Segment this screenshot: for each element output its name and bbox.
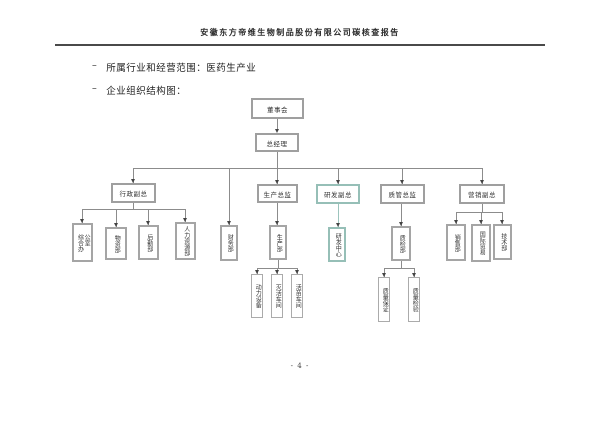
org-node-live-vaccine-workshop: 活苗车间 xyxy=(291,274,303,318)
bullet-org-structure: – 企业组织结构图： xyxy=(92,83,186,97)
arrowhead-icon xyxy=(480,180,484,184)
org-node-admin-vp: 行政副总 xyxy=(111,183,156,203)
org-node-intl-trade: 国际贸易 xyxy=(471,224,491,262)
arrowhead-icon xyxy=(479,220,483,224)
arrowhead-icon xyxy=(454,220,458,224)
org-node-general-manager: 总经理 xyxy=(255,133,299,152)
connector-line xyxy=(82,209,185,210)
arrowhead-icon xyxy=(500,220,504,224)
org-node-quality-assurance: 质量保证 xyxy=(378,277,390,322)
bullet-marker: – xyxy=(92,83,98,94)
arrowhead-icon xyxy=(131,179,135,183)
connector-line xyxy=(278,260,279,268)
arrowhead-icon xyxy=(412,273,416,277)
connector-line xyxy=(482,168,483,184)
arrowhead-icon xyxy=(255,270,259,274)
connector-line xyxy=(277,203,278,225)
arrowhead-icon xyxy=(275,270,279,274)
connector-line xyxy=(456,212,502,213)
org-node-quality-inspection-dept: 质检部 xyxy=(391,226,411,261)
arrowhead-icon xyxy=(295,270,299,274)
arrowhead-icon xyxy=(275,129,279,133)
org-node-sales-dept: 销售部 xyxy=(446,224,466,261)
arrowhead-icon xyxy=(183,218,187,222)
arrowhead-icon xyxy=(382,273,386,277)
connector-line xyxy=(277,119,278,130)
org-node-logistics-dept: 后勤部 xyxy=(138,225,159,260)
connector-line xyxy=(401,261,402,268)
page-header-title: 安徽东方帝维生物制品股份有限公司碳核查报告 xyxy=(200,27,400,37)
arrowhead-icon xyxy=(80,219,84,223)
org-node-production-dept: 生产部 xyxy=(269,225,287,260)
org-node-board: 董事会 xyxy=(251,98,304,119)
org-node-hr-dept: 人力资源部 xyxy=(175,222,196,260)
connector-line xyxy=(185,209,186,222)
org-node-materials-dept: 物资部 xyxy=(105,227,127,260)
org-node-general-office: 综合办 公室 xyxy=(72,223,93,262)
bullet-text: 企业组织结构图： xyxy=(106,86,187,97)
connector-line xyxy=(482,204,483,212)
org-node-power-equipment: 动力设备 xyxy=(251,274,263,318)
arrowhead-icon xyxy=(336,180,340,184)
arrowhead-icon xyxy=(227,221,231,225)
arrowhead-icon xyxy=(400,180,404,184)
org-node-finance-dept: 财务部 xyxy=(220,225,238,261)
org-node-inactivated-workshop: 灭活车间 xyxy=(271,274,283,318)
bullet-text: 所属行业和经营范围：医药生产业 xyxy=(106,63,257,74)
connector-line xyxy=(133,203,134,209)
arrowhead-icon xyxy=(336,223,340,227)
arrowhead-icon xyxy=(275,221,279,225)
arrowhead-icon xyxy=(275,180,279,184)
connector-line xyxy=(338,168,339,184)
connector-line xyxy=(277,168,278,184)
org-node-marketing-vp: 营销副总 xyxy=(459,184,505,204)
bullet-marker: – xyxy=(92,60,98,71)
connector-line xyxy=(401,204,402,226)
bullet-industry-scope: – 所属行业和经营范围：医药生产业 xyxy=(92,60,256,74)
connector-line xyxy=(133,168,482,169)
org-node-tech-dept: 技术部 xyxy=(493,224,512,260)
connector-line xyxy=(414,268,415,277)
header-rule xyxy=(55,44,545,46)
arrowhead-icon xyxy=(146,221,150,225)
connector-line xyxy=(133,168,134,183)
connector-line xyxy=(402,168,403,184)
org-node-rnd-center: 研发中心 xyxy=(328,227,346,262)
arrowhead-icon xyxy=(399,222,403,226)
org-node-rnd-vp: 研发副总 xyxy=(316,184,360,204)
connector-line xyxy=(148,209,149,225)
page-number: - 4 - xyxy=(290,362,310,370)
connector-line xyxy=(116,209,117,227)
connector-line xyxy=(277,152,278,168)
org-node-quality-director: 质管总监 xyxy=(380,184,425,204)
org-node-quality-testing: 质量检验 xyxy=(408,277,420,322)
org-node-production-director: 生产总监 xyxy=(257,184,298,203)
connector-line xyxy=(456,212,457,224)
arrowhead-icon xyxy=(114,223,118,227)
connector-line xyxy=(502,212,503,224)
connector-line xyxy=(384,268,385,277)
connector-line xyxy=(229,168,230,225)
connector-line-teal xyxy=(338,204,339,227)
connector-line xyxy=(82,209,83,223)
connector-line xyxy=(384,268,414,269)
connector-line xyxy=(481,212,482,224)
